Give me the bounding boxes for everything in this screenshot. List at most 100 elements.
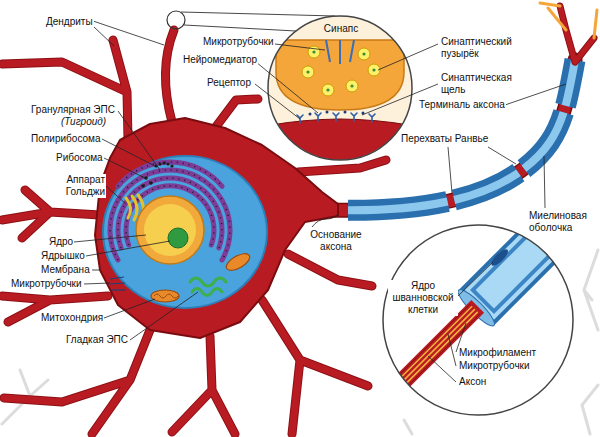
zoom-marker <box>167 11 185 29</box>
leader-line <box>118 111 160 170</box>
part-label: Ядрышко <box>40 250 86 262</box>
terminal-branch <box>560 6 594 62</box>
leader-line <box>275 44 325 50</box>
leader-line <box>84 283 110 284</box>
label-anchor: Синаптический пузырёк <box>440 36 518 60</box>
polyribosome <box>162 161 165 164</box>
part-label: Миелиновая оболочка <box>528 210 594 234</box>
smooth-er-tubule <box>190 278 226 286</box>
neurotransmitter <box>326 111 329 114</box>
part-label: Ядро шванновской клетки <box>388 280 458 316</box>
label-anchor: Ядро шванновской клетки <box>388 280 458 316</box>
dendrite <box>172 336 235 434</box>
leader-line <box>74 235 146 242</box>
transmitter <box>312 50 315 53</box>
myelin-zoom <box>372 221 573 415</box>
label-anchor: Основание аксона <box>306 229 366 253</box>
receptor <box>369 114 375 122</box>
background-dendrite <box>584 250 598 330</box>
terminal-bouton <box>540 3 597 38</box>
ribosome <box>141 184 145 188</box>
microtubules <box>110 277 126 290</box>
dendrite <box>165 30 174 122</box>
label-anchor: Полирибосома <box>30 133 102 145</box>
schwann-nucleus <box>489 247 510 268</box>
dendrite <box>262 300 368 434</box>
label-anchor: Синаптическая щель <box>440 72 518 96</box>
zoom-line <box>184 25 296 31</box>
leader-line <box>256 62 318 113</box>
leader-line <box>102 139 155 166</box>
label-anchor: Микротрубочки <box>458 360 531 372</box>
leader-line <box>448 334 456 366</box>
dendrite <box>288 254 372 286</box>
receptor <box>351 113 357 121</box>
part-label: Рецептор <box>206 77 252 89</box>
part-label: Дендриты <box>45 16 94 28</box>
microtubule <box>110 283 125 284</box>
label-anchor: Нейромедиатор <box>182 54 258 66</box>
nucleus <box>136 196 204 264</box>
leader-lines <box>74 21 566 382</box>
part-label: Мембрана <box>40 264 91 276</box>
leader-line <box>92 270 99 271</box>
zoom-circle <box>383 225 573 415</box>
dendrite <box>262 300 368 434</box>
er-ribosomes <box>110 162 230 260</box>
label-anchor: Гладкая ЭПС <box>65 334 129 346</box>
leader-line <box>93 26 114 46</box>
label-anchor: Митохондрия <box>40 312 104 324</box>
label-anchor: Миелиновая оболочка <box>528 210 594 234</box>
leader-line <box>378 44 438 70</box>
leader-line <box>544 156 545 208</box>
label-anchor: Рецептор <box>206 77 252 89</box>
leader-line <box>448 147 452 193</box>
part-label: Аппарат Гольджи <box>50 174 106 198</box>
label-anchor: Терминаль аксона <box>418 99 506 111</box>
smooth-er-tubule <box>192 289 222 296</box>
cytoplasm <box>103 156 267 308</box>
label-anchor: Ядрышко <box>40 250 86 262</box>
neurotransmitter <box>344 111 347 114</box>
dendrite <box>165 30 174 122</box>
label-anchor: Рибосома <box>55 152 104 164</box>
polyribosome <box>166 162 169 165</box>
transmitter <box>326 88 329 91</box>
vesicle-contents <box>306 50 375 91</box>
ribosomes <box>141 161 173 187</box>
leader-line <box>93 21 164 45</box>
dendrite <box>4 330 150 434</box>
leader-line <box>104 299 155 318</box>
postsynaptic-dendrite <box>266 119 414 170</box>
zoom-line <box>181 12 335 16</box>
vesicle <box>358 48 370 60</box>
zoom-circle <box>268 16 412 160</box>
receptor <box>315 113 321 121</box>
part-label: Синаптический пузырёк <box>440 36 518 60</box>
terminal-branch <box>560 6 594 62</box>
ribosome <box>149 181 153 185</box>
label-anchor: Микротрубочки <box>202 36 275 48</box>
soma <box>95 118 338 338</box>
part-label: Микротрубочки <box>202 36 275 48</box>
dendrite <box>172 336 235 434</box>
microtubule <box>112 289 126 290</box>
microtubule <box>110 277 124 279</box>
part-label: Нейромедиатор <box>182 54 258 66</box>
golgi-cisterna <box>126 198 131 218</box>
leader-line <box>255 84 300 119</box>
transmitter <box>350 84 353 87</box>
leader-line <box>458 262 493 296</box>
dendrite <box>298 160 386 172</box>
leader-line <box>104 158 145 178</box>
vesicle <box>302 66 314 78</box>
label-anchor: Ядро <box>48 236 74 248</box>
dendrite <box>4 330 150 434</box>
mitochondrion-cristae <box>154 294 178 298</box>
ribosome-dots <box>118 162 222 186</box>
label-anchor: Аксон <box>458 376 487 388</box>
part-label: Терминаль аксона <box>418 99 506 111</box>
part-label: Синаптическая щель <box>440 72 518 96</box>
neurotransmitters <box>309 111 365 116</box>
bracket <box>312 214 338 227</box>
